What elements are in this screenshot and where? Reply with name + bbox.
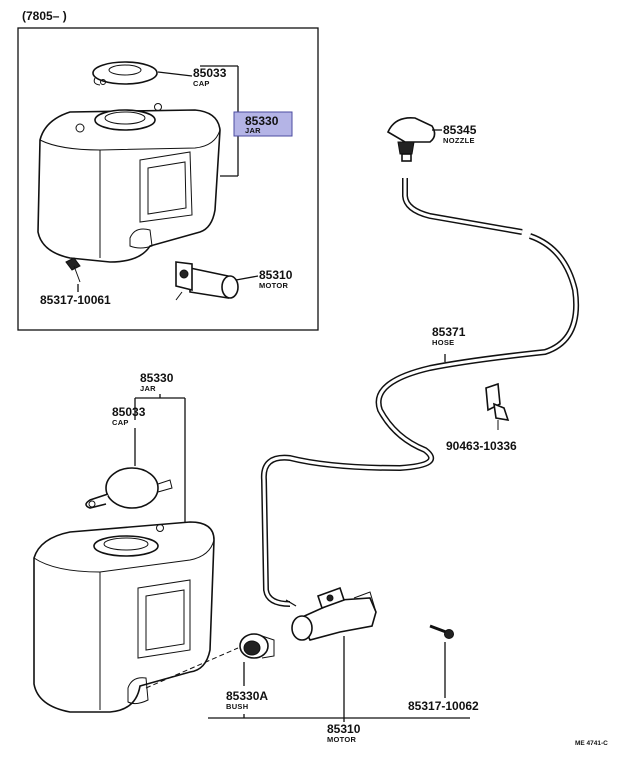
jar-drawing [33, 521, 215, 713]
jar-number[interactable]: 85330 [140, 371, 174, 385]
inset-jar-drawing [37, 103, 221, 263]
hose-number[interactable]: 85371 [432, 325, 466, 339]
inset-frame [17, 27, 319, 331]
nozzle-number[interactable]: 85345 [443, 123, 477, 137]
motor-number[interactable]: 85310 [327, 722, 361, 736]
inset-cap-leader [157, 71, 193, 77]
screw-drawing [429, 624, 454, 639]
jar-name: JAR [140, 384, 156, 393]
screw-number[interactable]: 85317-10062 [408, 699, 479, 713]
motor-drawing [285, 586, 377, 641]
bush-name: BUSH [226, 702, 248, 711]
inset-screw-drawing [65, 257, 81, 283]
clamp-drawing [485, 382, 510, 430]
bush-number[interactable]: 85330A [226, 689, 268, 703]
inset-jar-name: JAR [245, 126, 261, 135]
inset-cap-number[interactable]: 85033 [193, 66, 227, 80]
cap-number[interactable]: 85033 [112, 405, 146, 419]
cap-drawing [85, 467, 173, 509]
nozzle-drawing [386, 116, 436, 162]
clamp-number[interactable]: 90463-10336 [446, 439, 517, 453]
inset-cap-name: CAP [193, 79, 210, 88]
inset-screw-number[interactable]: 85317-10061 [40, 293, 111, 307]
hose-name: HOSE [432, 338, 454, 347]
motor-name: MOTOR [327, 735, 357, 744]
inset-jar-highlight [233, 111, 293, 137]
nozzle-name: NOZZLE [443, 136, 475, 145]
diagram-code: ME 4741-C [575, 740, 608, 747]
bush-drawing [239, 633, 275, 659]
cap-name: CAP [112, 418, 129, 427]
inset-jar-number[interactable]: 85330 [245, 114, 279, 128]
hose-drawing [260, 178, 580, 607]
inset-motor-drawing [175, 261, 239, 301]
date-range-label: (7805– ) [22, 9, 67, 23]
inset-cap-drawing [92, 61, 158, 86]
bush-assembly-line [145, 647, 239, 689]
inset-motor-number[interactable]: 85310 [259, 268, 293, 282]
inset-motor-name: MOTOR [259, 281, 289, 290]
inset-motor-leader [235, 275, 259, 281]
